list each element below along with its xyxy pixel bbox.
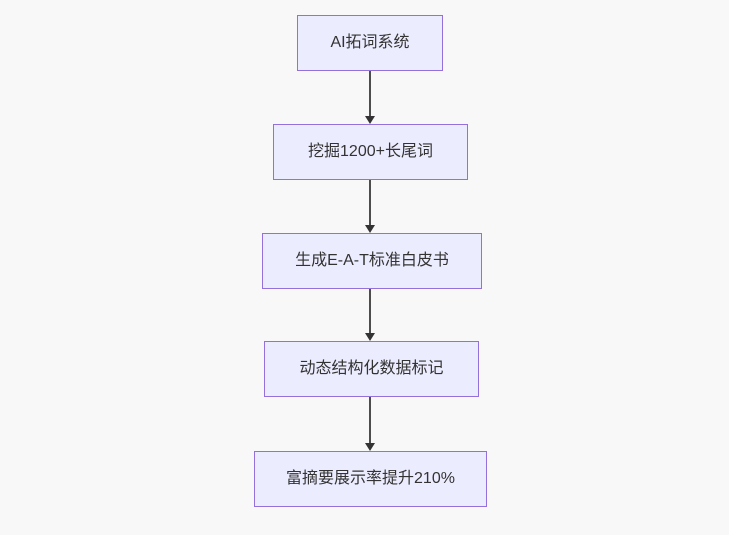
arrowhead-down-icon — [365, 333, 375, 341]
edge-line — [369, 180, 371, 226]
arrowhead-down-icon — [365, 443, 375, 451]
flow-node-step2: 挖掘1200+长尾词 — [273, 124, 468, 180]
edge-line — [369, 289, 371, 334]
flow-node-label: 富摘要展示率提升210% — [286, 470, 455, 488]
flow-node-step1: AI拓词系统 — [297, 15, 443, 71]
flow-edge-step4-step5 — [365, 397, 375, 451]
flow-node-label: AI拓词系统 — [330, 34, 410, 52]
arrowhead-down-icon — [365, 225, 375, 233]
edge-line — [369, 71, 371, 117]
flow-node-step3: 生成E-A-T标准白皮书 — [262, 233, 482, 289]
flow-node-label: 挖掘1200+长尾词 — [308, 143, 433, 161]
flow-edge-step3-step4 — [365, 289, 375, 341]
flow-edge-step2-step3 — [365, 180, 375, 233]
flow-edge-step1-step2 — [365, 71, 375, 124]
flow-node-step4: 动态结构化数据标记 — [264, 341, 479, 397]
edge-line — [369, 397, 371, 444]
flow-node-step5: 富摘要展示率提升210% — [254, 451, 487, 507]
flow-node-label: 生成E-A-T标准白皮书 — [295, 252, 449, 270]
flow-node-label: 动态结构化数据标记 — [299, 360, 444, 378]
arrowhead-down-icon — [365, 116, 375, 124]
